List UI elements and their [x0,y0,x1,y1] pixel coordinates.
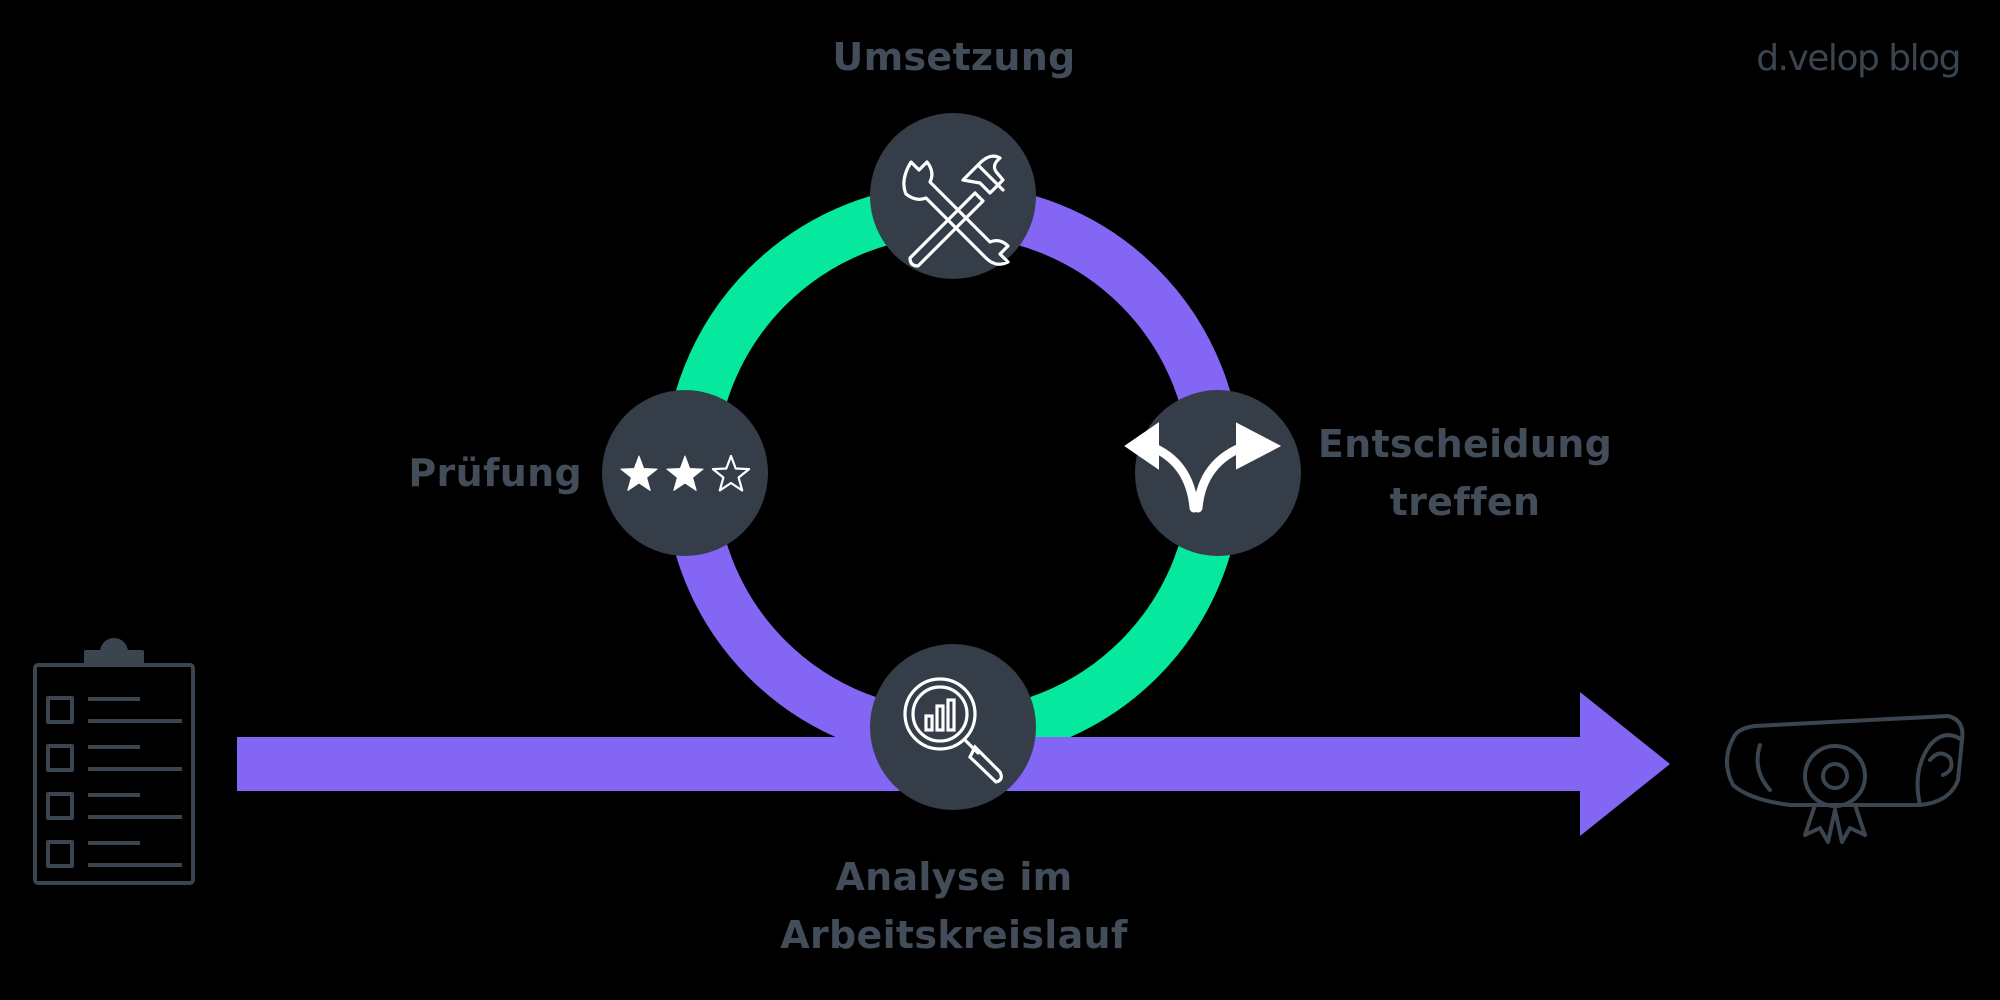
magnifier-chart-icon [903,677,1003,784]
fork-arrows-icon [1124,422,1282,513]
label-line: Analyse im [835,855,1073,899]
step-label-umsetzung: Umsetzung [804,28,1104,86]
label-line: Entscheidung [1317,422,1613,466]
step-label-pruefung: Prüfung [320,444,582,502]
step-label-analyse: Analyse im Arbeitskreislauf [754,848,1154,964]
label-line: Umsetzung [832,35,1076,79]
step-label-entscheidung: Entscheidung treffen [1310,415,1620,531]
star-empty-icon [711,454,751,492]
label-line: Arbeitskreislauf [780,913,1128,957]
brand-logo: d.velop blog [1756,38,1961,79]
tools-icon [902,154,1010,268]
certificate-scroll-icon [1725,714,1965,844]
star-filled-icon [620,455,658,491]
label-line: Prüfung [408,451,582,495]
label-line: treffen [1389,480,1541,524]
two-of-three-stars-icon [620,454,751,492]
checklist-clipboard-icon [33,638,195,885]
step-node-entscheidung [1135,390,1301,556]
star-filled-icon [666,455,704,491]
step-node-umsetzung [870,113,1036,279]
